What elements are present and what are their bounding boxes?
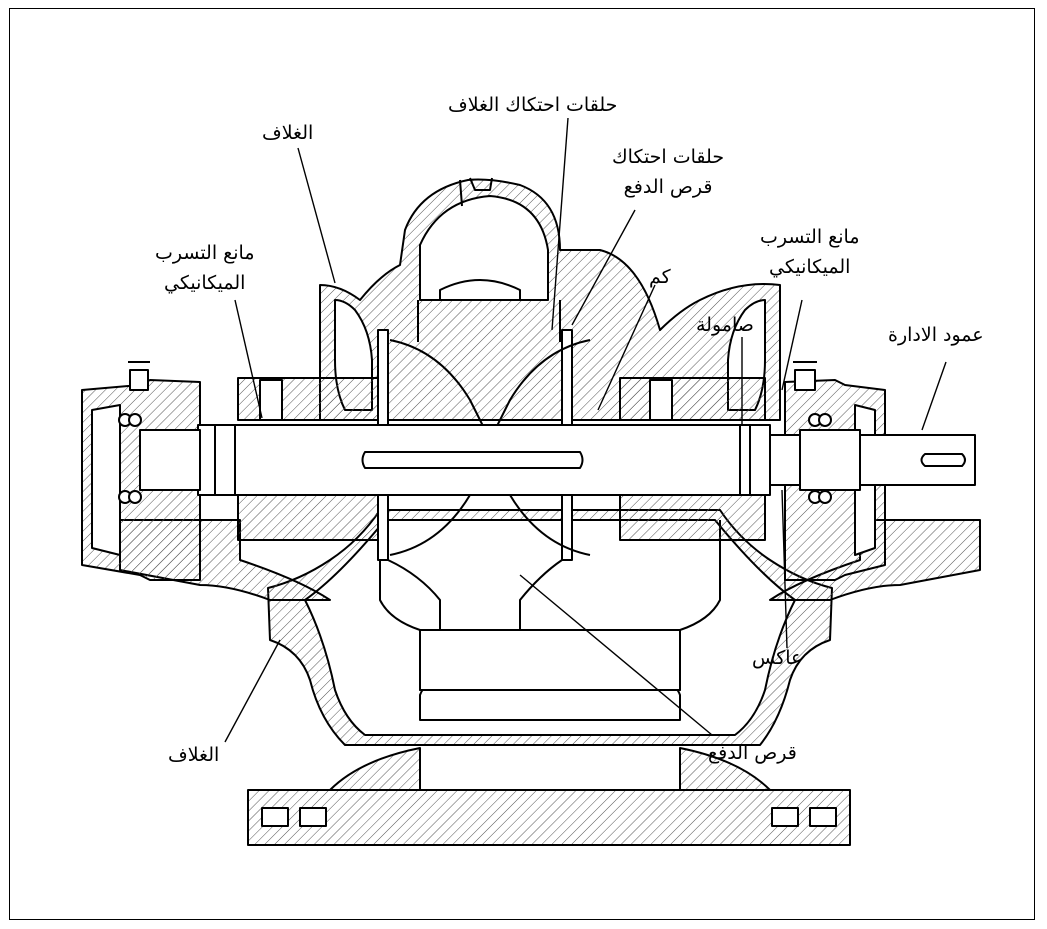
label-impeller-wear-rings-line2: قرص الدفع — [623, 176, 713, 198]
label-deflector: عاكس — [752, 647, 803, 669]
label-shaft: عمود الادارة — [888, 324, 984, 346]
label-casing-bottom: الغلاف — [168, 744, 220, 766]
pump-base — [247, 789, 851, 846]
label-impeller-wear-rings: حلقات احتكاك قرص الدفع — [612, 142, 724, 202]
leader-casing-wear-rings — [551, 117, 569, 331]
leader-shaft — [921, 361, 947, 431]
label-casing-top: الغلاف — [262, 122, 314, 144]
label-seal-left: مانع التسرب الميكانيكي — [155, 238, 255, 298]
leader-impeller-wear-rings — [571, 209, 636, 326]
label-sleeve: كم — [649, 266, 671, 288]
leader-impeller — [519, 574, 713, 736]
label-casing-wear-rings: حلقات احتكاك الغلاف — [448, 94, 618, 116]
leader-casing-bottom — [224, 639, 281, 743]
label-impeller: قرص الدفع — [708, 742, 797, 764]
label-seal-right-line2: الميكانيكي — [769, 256, 851, 278]
label-seal-left-line2: الميكانيكي — [164, 272, 246, 294]
label-seal-right-line1: مانع التسرب — [760, 226, 860, 248]
label-impeller-wear-rings-line1: حلقات احتكاك — [612, 146, 725, 168]
leader-sleeve — [597, 284, 656, 411]
label-seal-right: مانع التسرب الميكانيكي — [760, 222, 860, 282]
label-nut: صامولة — [696, 314, 754, 336]
leader-deflector — [781, 489, 788, 649]
leader-seal-left — [234, 299, 263, 419]
leader-seal-right — [781, 299, 803, 391]
leader-casing-top — [297, 147, 336, 284]
label-seal-left-line1: مانع التسرب — [155, 242, 255, 264]
